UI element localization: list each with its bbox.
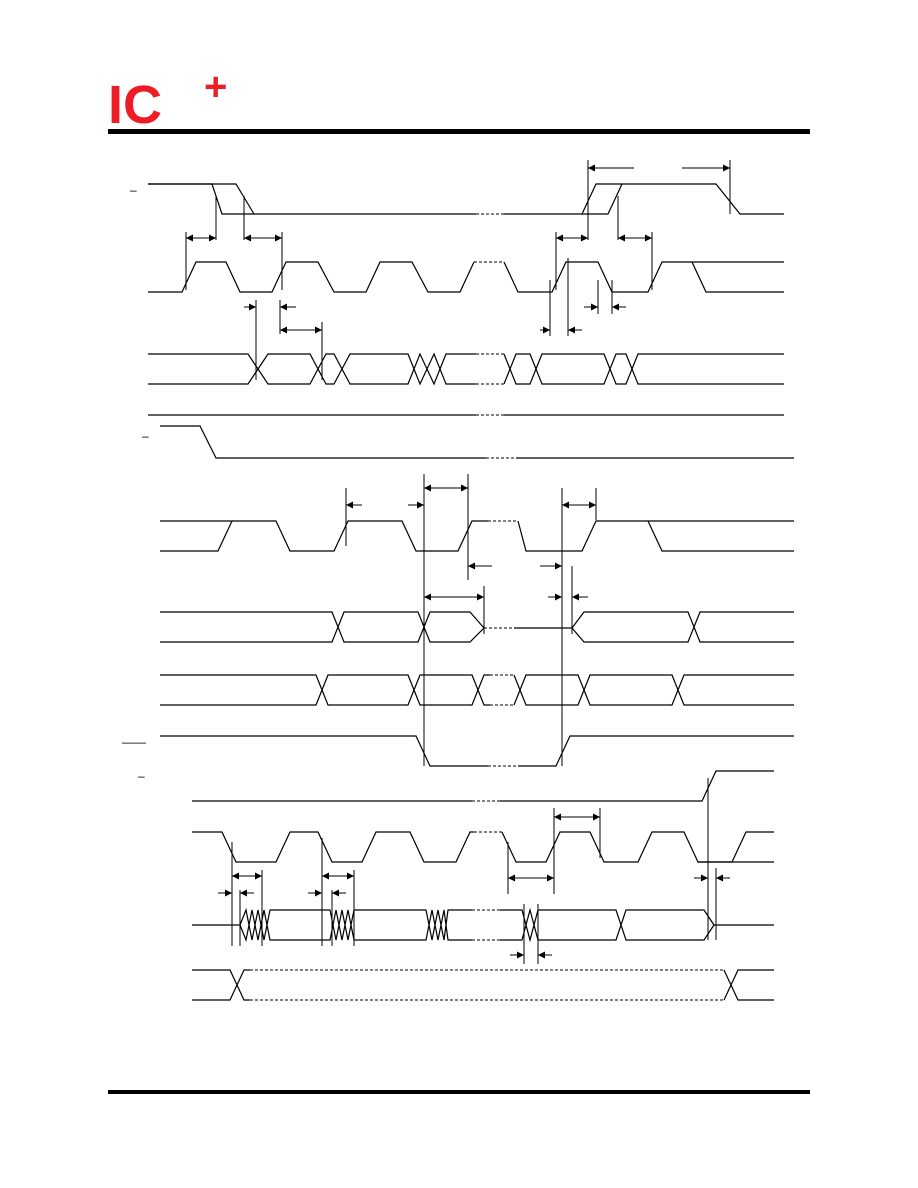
section2-signal-a [160, 425, 794, 459]
section3-clock [192, 831, 774, 863]
signal-mark-3: —— [122, 735, 146, 749]
section2-strobe [160, 735, 794, 767]
section1-signal-a [148, 183, 784, 215]
section3-timing-arrows [218, 778, 730, 964]
section3-data-bus [192, 907, 774, 943]
signal-mark-1: – [130, 183, 137, 197]
signal-mark-2: – [142, 429, 149, 443]
section3-data-b [192, 969, 774, 1001]
section2-data-b [160, 674, 794, 706]
section3-signal-a [192, 770, 774, 802]
signal-mark-4: – [138, 769, 145, 783]
section2-data-a [160, 611, 794, 643]
section1-timing-arrows [185, 160, 731, 380]
header-rule [108, 129, 810, 134]
company-logo: IC + [108, 70, 227, 130]
section2-clock [160, 520, 794, 552]
footer-rule [108, 1090, 810, 1094]
section1-data-bus [148, 352, 784, 386]
logo-plus: + [204, 70, 227, 109]
logo-text: IC [108, 75, 162, 130]
section2-timing-arrows [345, 474, 597, 766]
section1-clock [148, 261, 784, 293]
